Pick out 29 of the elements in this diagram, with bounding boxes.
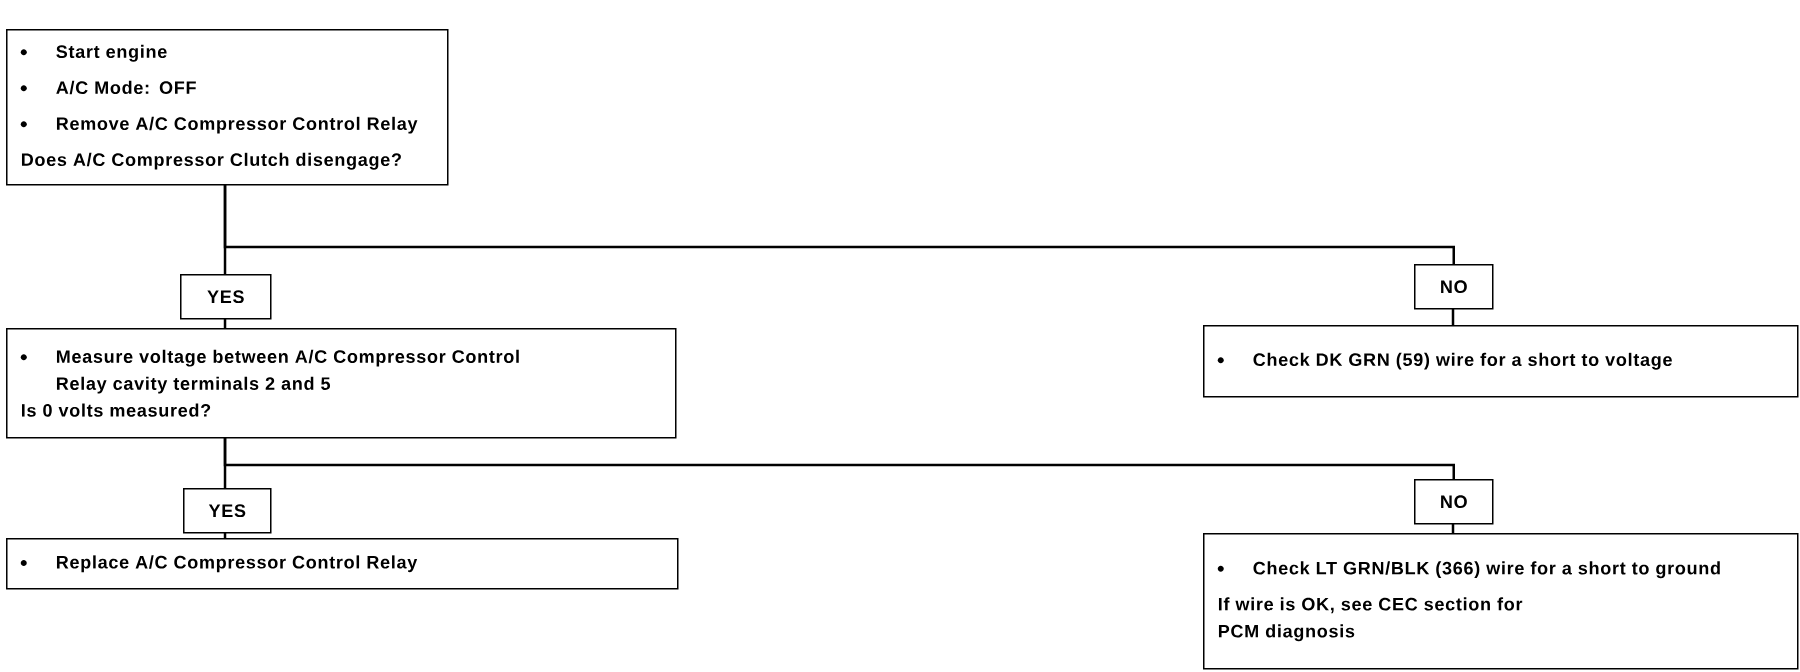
step-box	[6, 538, 679, 590]
question-text: Is 0 volts measured?	[22, 403, 211, 417]
instruction-text: Measure voltage between A/C Compressor Control Relay cavity terminals 2 and 5	[57, 349, 519, 394]
step-box	[6, 29, 449, 186]
step-box	[1203, 533, 1799, 670]
instruction-text: Replace A/C Compressor Control Relay	[57, 555, 418, 573]
connector-line	[223, 318, 227, 328]
answer-label: YES	[207, 290, 244, 304]
step-box	[6, 328, 677, 439]
answer-label: YES	[208, 504, 246, 518]
answer-box	[183, 488, 272, 534]
answer-label: NO	[1441, 280, 1467, 294]
instruction-text: Start engine	[56, 44, 167, 62]
connector-line	[1451, 308, 1455, 325]
question-text: Does A/C Compressor Clutch disengage?	[22, 152, 401, 170]
answer-box	[1414, 479, 1494, 525]
instruction-text: A/C Mode: OFF	[56, 80, 196, 95]
step-box	[1203, 325, 1799, 398]
answer-label: NO	[1441, 495, 1467, 509]
connector-line	[223, 437, 1455, 479]
instruction-text: Check DK GRN (59) wire for a short to voltage	[1253, 352, 1672, 370]
answer-box	[180, 274, 272, 320]
question-text: If wire is OK, see CEC section for PCM diagnosis	[1218, 597, 1523, 642]
connector-line	[223, 184, 1455, 264]
instruction-text: Remove A/C Compressor Control Relay	[57, 116, 418, 134]
connector-line	[1451, 523, 1455, 533]
connector-line	[223, 532, 227, 538]
instruction-text: Check LT GRN/BLK (366) wire for a short to ground	[1253, 561, 1720, 579]
answer-box	[1414, 264, 1494, 310]
